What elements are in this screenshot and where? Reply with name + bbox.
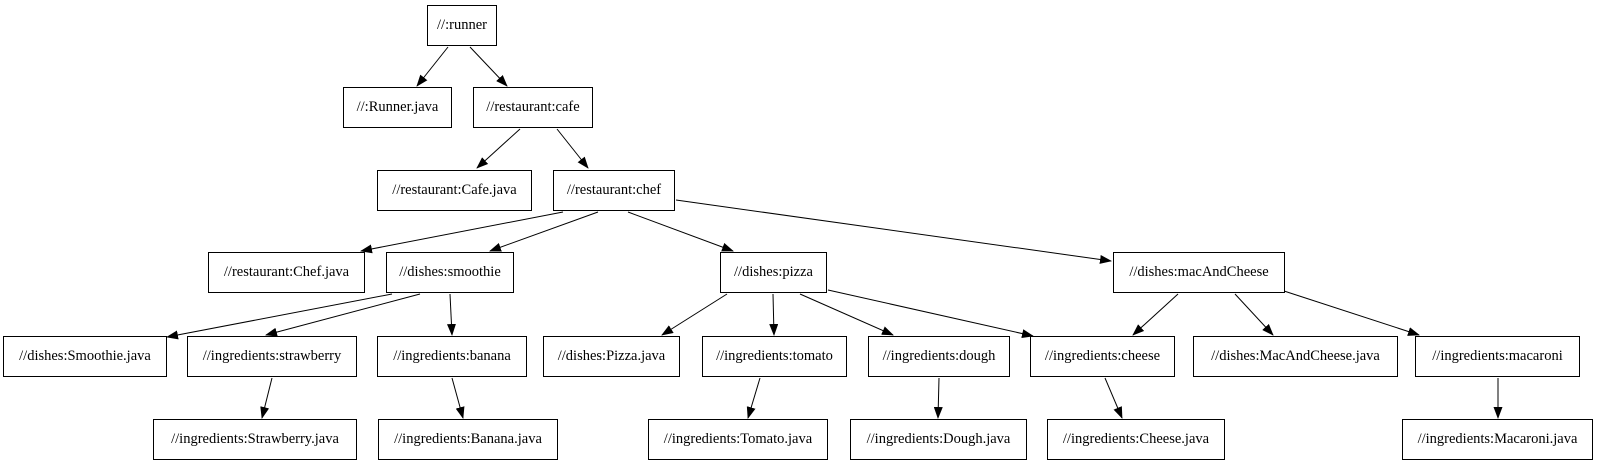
node-runner_java: //:Runner.java (343, 87, 452, 128)
edge-banana-to-banana_java (451, 377, 465, 419)
edge-chef-to-pizza (627, 211, 734, 252)
edge-smoothie-to-smoothie_java (166, 293, 393, 340)
edge-dough-to-dough_java (933, 377, 943, 419)
node-strawberry_java: //ingredients:Strawberry.java (153, 419, 357, 460)
node-chef_java: //restaurant:Chef.java (208, 252, 365, 293)
node-banana_java: //ingredients:Banana.java (378, 419, 558, 460)
node-label: //ingredients:Macaroni.java (1417, 431, 1578, 447)
node-chef: //restaurant:chef (553, 170, 675, 211)
node-label: //restaurant:Cafe.java (392, 182, 517, 198)
node-pizza: //dishes:pizza (720, 252, 827, 293)
node-tomato_java: //ingredients:Tomato.java (648, 419, 828, 460)
node-label: //dishes:MacAndCheese.java (1211, 348, 1380, 364)
node-dough_java: //ingredients:Dough.java (850, 419, 1027, 460)
node-label: //:Runner.java (356, 99, 439, 115)
edge-mac-to-cheese (1132, 293, 1179, 336)
edge-chef-to-mac (675, 199, 1112, 264)
node-label: //dishes:pizza (734, 264, 813, 280)
edge-smoothie-to-banana (446, 293, 456, 336)
node-strawberry: //ingredients:strawberry (187, 336, 357, 377)
node-pizza_java: //dishes:Pizza.java (543, 336, 680, 377)
edge-cafe-to-chef (556, 128, 589, 169)
node-mac_java: //dishes:MacAndCheese.java (1193, 336, 1398, 377)
edge-mac-to-mac_java (1234, 293, 1274, 336)
node-label: //ingredients:Cheese.java (1062, 431, 1210, 447)
node-macaroni_java: //ingredients:Macaroni.java (1402, 419, 1593, 460)
node-label: //dishes:Pizza.java (557, 348, 666, 364)
node-label: //dishes:smoothie (399, 264, 501, 280)
node-label: //dishes:macAndCheese (1129, 264, 1269, 280)
edge-runner-to-runner_java (416, 46, 449, 87)
node-runner: //:runner (427, 5, 497, 46)
edge-strawberry-to-strawberry_java (260, 377, 273, 419)
edge-smoothie-to-strawberry (265, 293, 421, 337)
edge-runner-to-cafe (469, 46, 508, 87)
node-dough: //ingredients:dough (868, 336, 1010, 377)
node-macaroni: //ingredients:macaroni (1415, 336, 1580, 377)
node-smoothie_java: //dishes:Smoothie.java (3, 336, 167, 377)
node-label: //dishes:Smoothie.java (19, 348, 151, 364)
edge-pizza-to-tomato (769, 293, 779, 336)
edge-pizza-to-cheese (827, 289, 1034, 338)
node-cheese: //ingredients:cheese (1030, 336, 1175, 377)
node-label: //ingredients:Dough.java (866, 431, 1011, 447)
node-label: //ingredients:tomato (716, 348, 833, 364)
node-label: //ingredients:banana (393, 348, 511, 364)
edge-cheese-to-cheese_java (1104, 377, 1123, 419)
node-label: //ingredients:Strawberry.java (171, 431, 339, 447)
node-label: //restaurant:Chef.java (223, 264, 350, 280)
edge-pizza-to-dough (799, 293, 894, 336)
node-label: //restaurant:chef (566, 182, 662, 198)
edge-tomato-to-tomato_java (746, 377, 761, 419)
node-label: //ingredients:strawberry (202, 348, 342, 364)
edge-chef-to-smoothie (489, 211, 599, 252)
node-label: //ingredients:cheese (1044, 348, 1161, 364)
node-label: //restaurant:cafe (486, 99, 580, 115)
node-mac: //dishes:macAndCheese (1113, 252, 1285, 293)
node-cafe: //restaurant:cafe (473, 87, 593, 128)
node-tomato: //ingredients:tomato (702, 336, 847, 377)
edge-pizza-to-pizza_java (661, 293, 728, 336)
node-banana: //ingredients:banana (377, 336, 527, 377)
node-label: //ingredients:Banana.java (394, 431, 542, 447)
node-cafe_java: //restaurant:Cafe.java (377, 170, 532, 211)
edge-mac-to-macaroni (1283, 290, 1420, 336)
edge-chef-to-chef_java (360, 211, 564, 254)
node-label: //:runner (437, 17, 487, 33)
node-smoothie: //dishes:smoothie (386, 252, 514, 293)
node-label: //ingredients:dough (882, 348, 996, 364)
node-label: //ingredients:macaroni (1432, 348, 1563, 364)
node-cheese_java: //ingredients:Cheese.java (1047, 419, 1225, 460)
node-label: //ingredients:Tomato.java (663, 431, 813, 447)
edge-cafe-to-cafe_java (476, 128, 521, 169)
